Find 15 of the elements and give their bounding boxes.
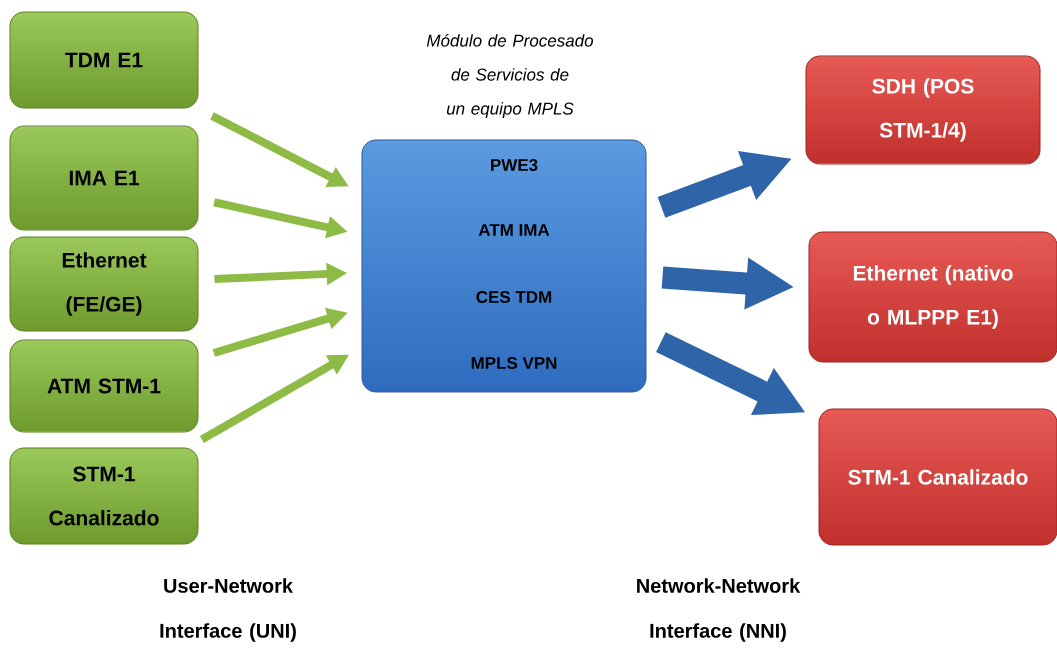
heading: Módulo de Procesado de Servicios de un equipo MPLS	[426, 33, 594, 118]
interface-box: TDM E1	[9, 11, 199, 109]
interface-caption: Network-Network Interface (NNI)	[637, 578, 801, 642]
service-label: MPLS VPN	[471, 356, 557, 369]
interface-box: SDH (POS STM-1/4)	[805, 55, 1041, 165]
interface-box: STM-1 Canalizado	[818, 408, 1057, 546]
interface-box: IMA E1	[9, 125, 199, 231]
interface-box: ATM STM-1	[9, 339, 199, 433]
interface-box: Ethernet (nativo o MLPPP E1)	[808, 231, 1057, 363]
service-label: PWE3	[491, 158, 538, 171]
interface-caption: User-Network Interface (UNI)	[160, 578, 296, 642]
service-label: CES TDM	[476, 290, 552, 303]
interface-box: STM-1 Canalizado	[9, 447, 199, 545]
interface-box: Ethernet (FE/GE)	[9, 236, 199, 332]
service-label: ATM IMA	[478, 224, 550, 236]
